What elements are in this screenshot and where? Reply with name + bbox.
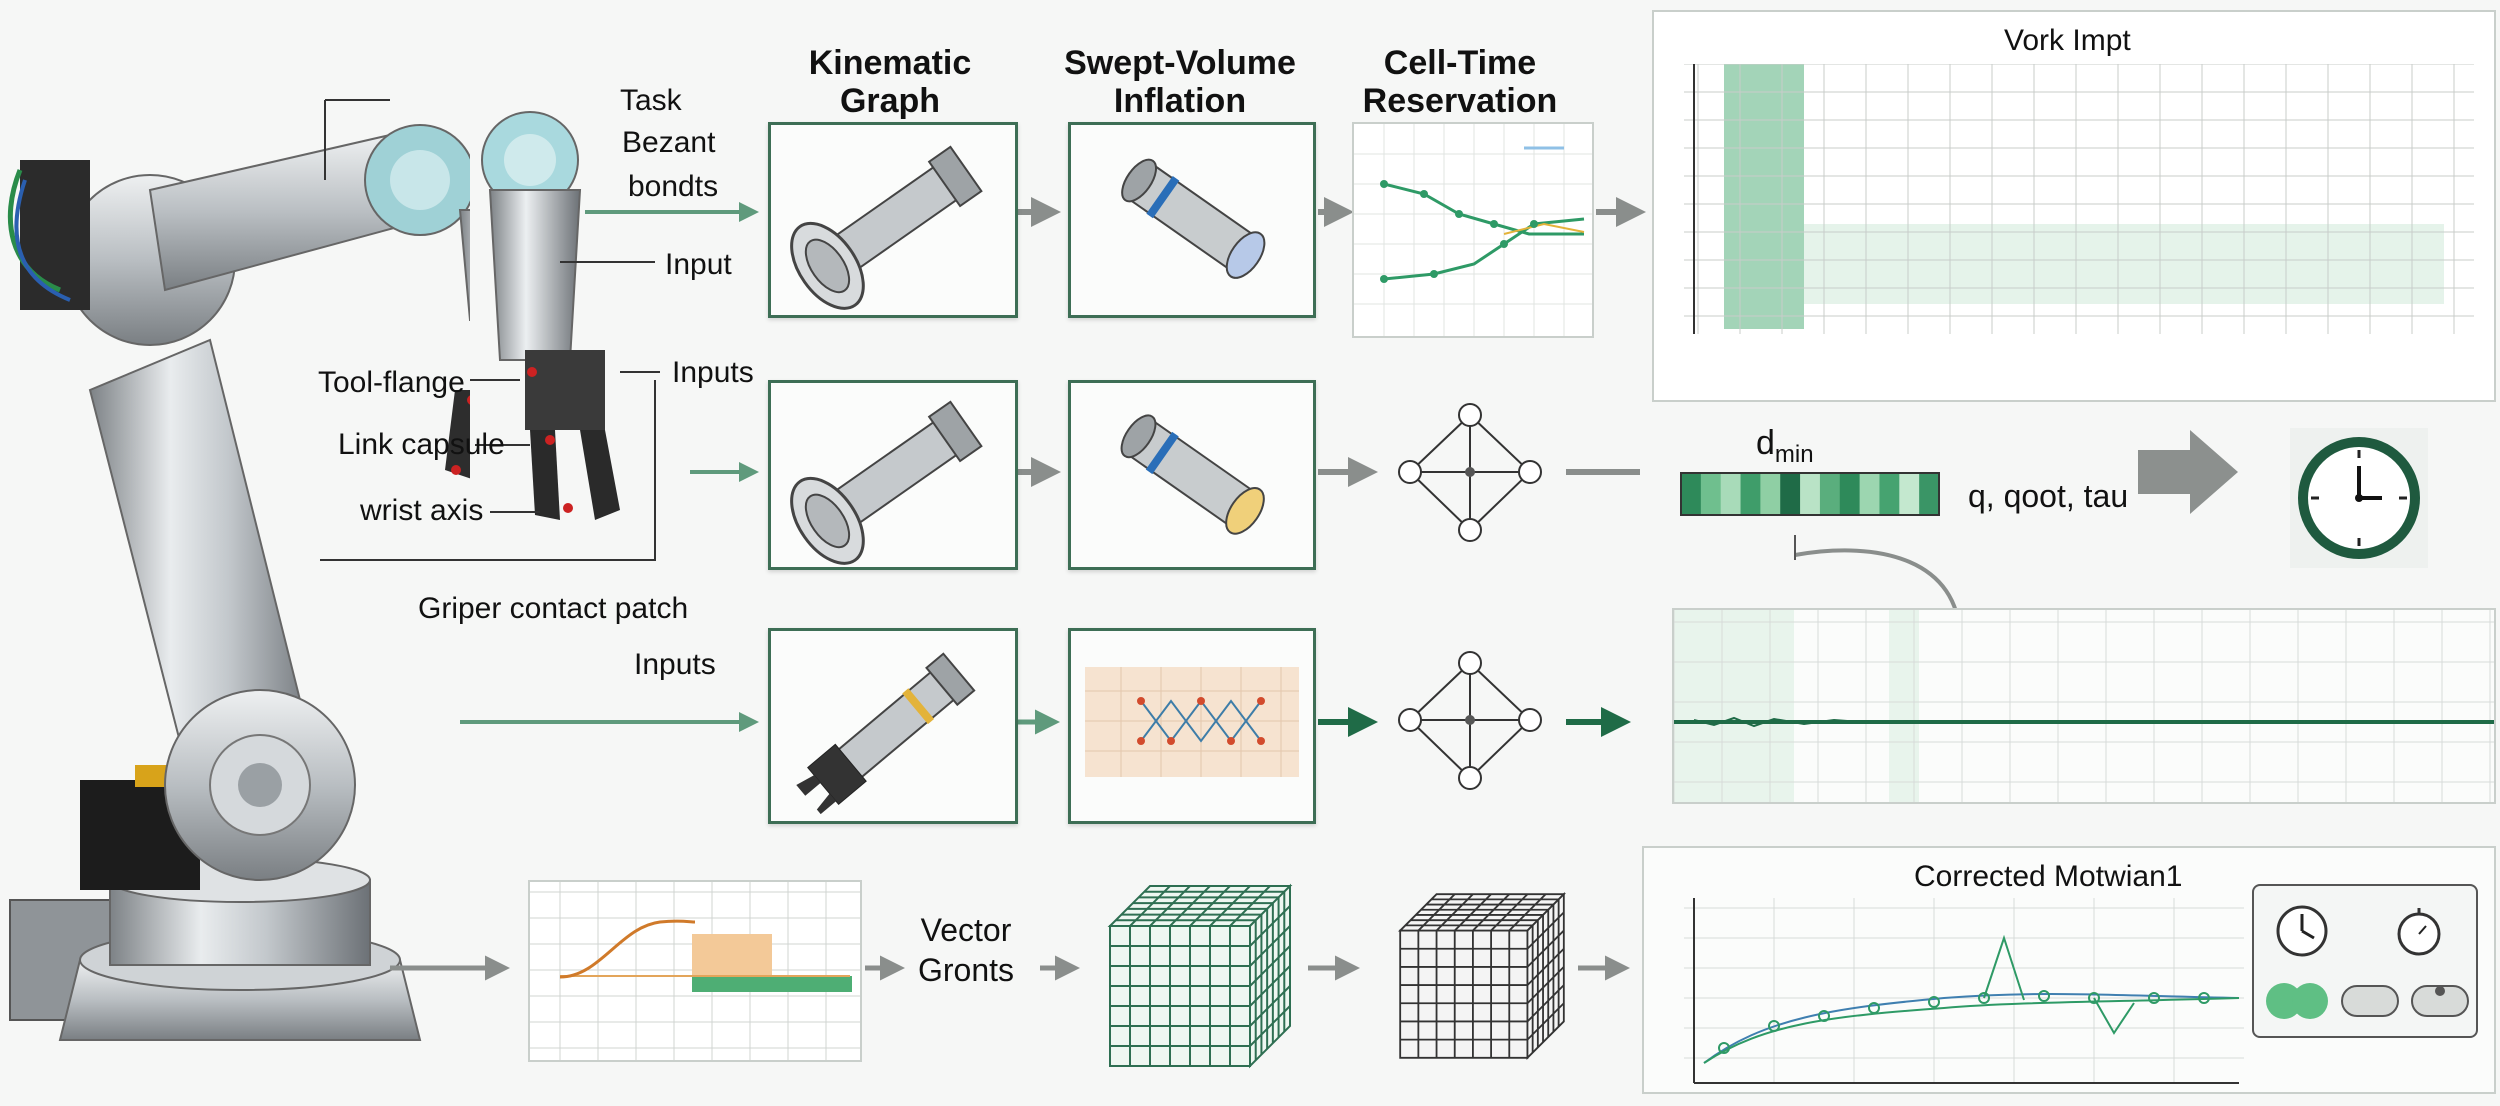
flange-link-icon [790, 145, 983, 310]
dmin-label: dmin [1756, 424, 1814, 468]
dmin-colorbar [1680, 472, 1940, 516]
panel-swept-volume-row3 [1068, 628, 1316, 824]
label-link-capsule: Link capsule [338, 428, 505, 461]
cell-time-plot [1354, 124, 1592, 336]
toggle-icon [2266, 983, 2469, 1019]
label-input: Input [665, 248, 732, 281]
label-tool-flange: Tool-flange [318, 366, 465, 399]
state-vector-label: q, qoot, tau [1968, 478, 2129, 514]
reservation-graph-icon [1085, 667, 1299, 777]
vork-panel-title: Vork Impt [2004, 24, 2131, 57]
trajectory-plot [530, 882, 860, 1060]
clock-icon [2298, 437, 2420, 559]
label-task: Task [620, 84, 682, 117]
panel-vork-impt: Vork Impt [1652, 10, 2496, 402]
gripper-tool-icon [796, 652, 976, 815]
tool-capsule-icon [1120, 414, 1265, 535]
panel-cell-time-reservation [1352, 122, 1594, 338]
panel-corrected-motwian: Corrected Motwian1 [1642, 846, 2496, 1094]
panel-kinematic-graph-row1 [768, 122, 1018, 318]
label-inputs-right: Inputs [672, 356, 754, 389]
voxel-cube-gray [1397, 891, 1567, 1061]
label-bezant: Bezant [622, 126, 716, 159]
voxel-cube-green [1107, 883, 1293, 1069]
tool-capsule-icon [1121, 158, 1266, 279]
status-widget-card [2252, 884, 2478, 1038]
robot-leader-lines [320, 99, 660, 561]
label-inputs-lower: Inputs [634, 648, 716, 681]
graph-node-diamond-row3 [1398, 651, 1542, 790]
label-wrist-axis: wrist axis [360, 494, 484, 527]
label-bondts: bondts [628, 170, 719, 203]
gripper-illustration [481, 111, 620, 520]
panel-trajectory-plot [528, 880, 862, 1062]
panel-swept-volume-row2 [1068, 380, 1316, 570]
stopwatch-icon [2397, 908, 2441, 956]
vork-heatmap-grid [1684, 64, 2474, 334]
flange-link-icon [790, 400, 983, 565]
clock-card [2290, 428, 2428, 568]
graph-node-diamond-row2 [1398, 403, 1542, 542]
panel-signal-trace [1672, 608, 2496, 804]
robot-arm-illustration [7, 124, 470, 1041]
clock-icon [2276, 905, 2328, 957]
label-griper-contact-patch: Griper contact patch [418, 592, 689, 625]
corrected-motion-chart [1684, 898, 2244, 1084]
panel-kinematic-graph-row2 [768, 380, 1018, 570]
panel-kinematic-graph-row3 [768, 628, 1018, 824]
panel-swept-volume-row1 [1068, 122, 1316, 318]
signal-trace-chart [1674, 610, 2494, 802]
corrected-panel-title: Corrected Motwian1 [1914, 860, 2183, 893]
